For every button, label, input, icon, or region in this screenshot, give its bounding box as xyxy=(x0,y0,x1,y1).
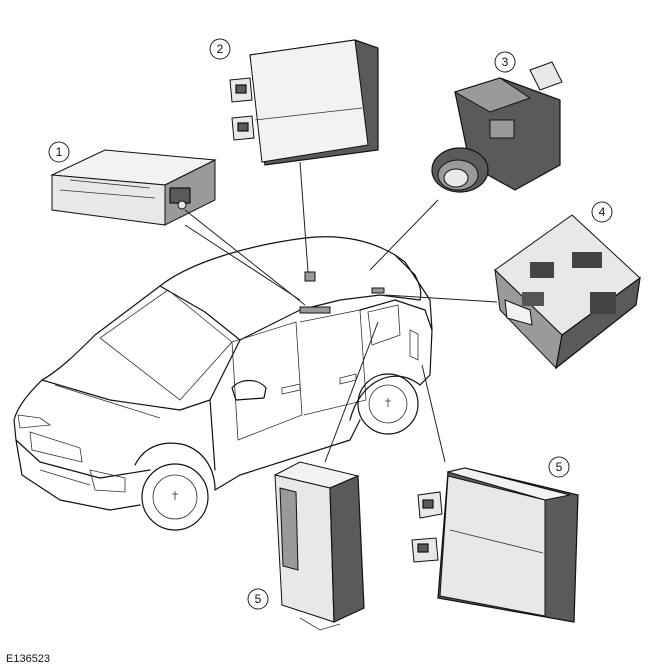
component-5-module-left xyxy=(273,461,365,631)
callout-2: 2 xyxy=(209,38,231,60)
callout-5b: 5 xyxy=(247,588,269,610)
callout-5b-label: 5 xyxy=(255,592,262,606)
component-1-module xyxy=(50,149,217,226)
figure-reference-code: E136523 xyxy=(6,653,51,665)
leader-lines xyxy=(184,161,498,463)
leader-1b xyxy=(184,209,306,306)
leader-1 xyxy=(184,224,301,301)
leader-4 xyxy=(384,294,498,303)
callout-1-label: 1 xyxy=(56,145,63,159)
callout-5a-label: 5 xyxy=(556,460,563,474)
component-4-module xyxy=(494,214,641,370)
callout-1: 1 xyxy=(48,141,70,163)
component-5-module-right xyxy=(411,467,579,623)
component-2-module xyxy=(229,39,379,166)
callout-4: 4 xyxy=(591,201,613,223)
leader-5a xyxy=(324,321,379,463)
callout-5a: 5 xyxy=(548,456,570,478)
callout-2-label: 2 xyxy=(217,42,224,56)
callout-3-label: 3 xyxy=(502,55,509,69)
leader-5b xyxy=(421,364,446,463)
callout-4-label: 4 xyxy=(599,205,606,219)
leader-2 xyxy=(299,161,309,273)
callout-3: 3 xyxy=(494,51,516,73)
leader-3 xyxy=(369,199,439,271)
vehicle-outline xyxy=(13,236,433,531)
component-3-camera xyxy=(431,61,563,193)
